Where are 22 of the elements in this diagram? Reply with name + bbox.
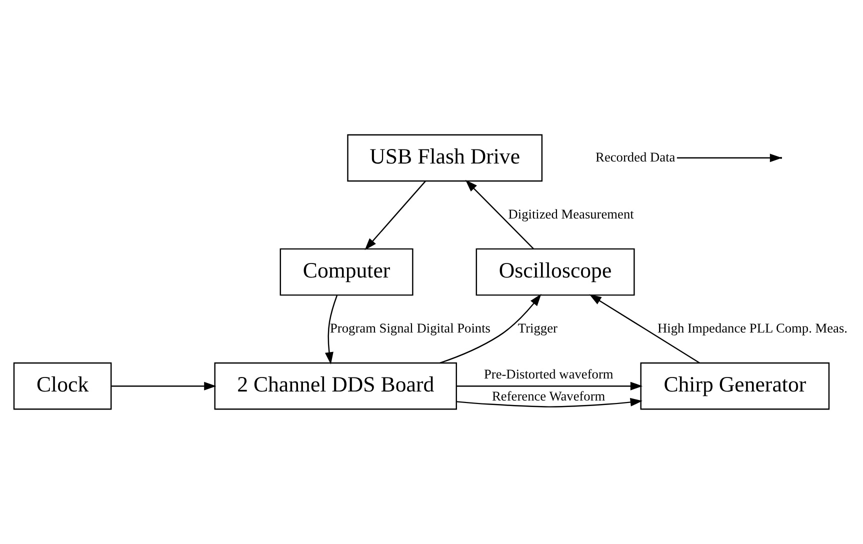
node-box: Chirp Generator xyxy=(640,362,830,410)
arrow xyxy=(440,294,542,364)
arrow xyxy=(589,294,700,364)
edge-label: Reference Waveform xyxy=(492,388,606,404)
arrow xyxy=(465,180,534,250)
arrow xyxy=(364,180,426,250)
edge-label: Trigger xyxy=(518,320,558,336)
arrow xyxy=(676,154,782,162)
edge-label: Digitized Measurement xyxy=(508,206,634,222)
node-box: Oscilloscope xyxy=(476,248,635,296)
arrow xyxy=(456,398,642,408)
node-box: 2 Channel DDS Board xyxy=(214,362,457,410)
arrow xyxy=(456,382,643,390)
node-box: USB Flash Drive xyxy=(347,134,543,182)
edge-label: Pre-Distorted waveform xyxy=(484,366,614,382)
node-box: Computer xyxy=(280,248,414,296)
arrow xyxy=(112,382,216,390)
edge-label: Program Signal Digital Points xyxy=(330,320,491,336)
edge-label: High Impedance PLL Comp. Meas. xyxy=(658,320,848,336)
node-box: Clock xyxy=(13,362,112,410)
arrow xyxy=(324,295,338,364)
node-text: Recorded Data xyxy=(596,149,676,164)
